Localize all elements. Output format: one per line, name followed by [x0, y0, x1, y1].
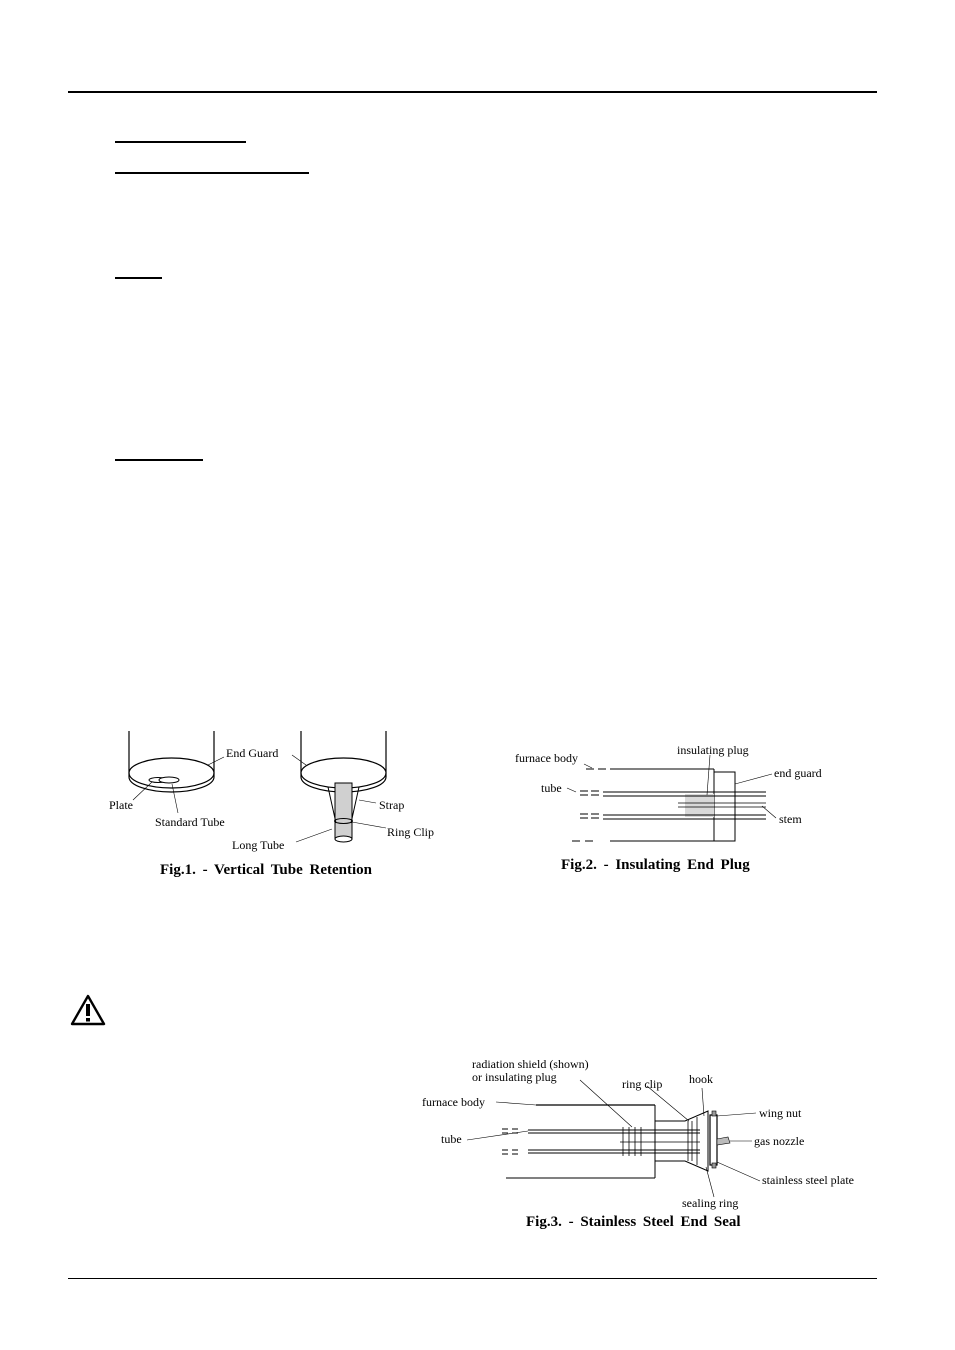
heading-underline-3 — [115, 277, 162, 279]
fig3-label-sealing-ring: sealing ring — [682, 1196, 738, 1210]
fig2-label-furnace-body: furnace body — [515, 751, 578, 765]
figure-1-vertical-tube-retention: End Guard Plate Standard Tube Strap Ring… — [100, 725, 460, 855]
fig2-label-insulating-plug: insulating plug — [677, 743, 749, 757]
fig1-label-long-tube: Long Tube — [232, 838, 284, 852]
fig1-label-ring-clip: Ring Clip — [387, 825, 434, 839]
fig3-label-tube: tube — [441, 1132, 462, 1146]
fig3-label-wing-nut: wing nut — [759, 1106, 802, 1120]
warning-triangle-icon — [70, 994, 106, 1031]
fig1-label-strap: Strap — [379, 798, 404, 812]
fig3-label-hook: hook — [689, 1072, 713, 1086]
fig1-caption: Fig.1. - Vertical Tube Retention — [160, 862, 373, 878]
fig2-label-end-guard: end guard — [774, 766, 822, 780]
heading-underline-4 — [115, 459, 203, 461]
fig1-label-plate: Plate — [109, 798, 133, 812]
fig2-label-stem: stem — [779, 812, 802, 826]
footer-rule — [68, 1278, 877, 1279]
fig2-label-tube: tube — [541, 781, 562, 795]
fig2-caption: Fig.2. - Insulating End Plug — [561, 857, 750, 873]
fig3-label-stainless-steel-plate: stainless steel plate — [762, 1173, 854, 1187]
fig3-label-insulating-plug: or insulating plug — [472, 1070, 557, 1084]
heading-underline-1 — [115, 141, 246, 143]
fig3-label-gas-nozzle: gas nozzle — [754, 1134, 804, 1148]
fig3-label-furnace-body: furnace body — [422, 1095, 485, 1109]
fig3-label-radiation-shield: radiation shield (shown) — [472, 1057, 589, 1071]
heading-underline-2 — [115, 172, 309, 174]
fig3-label-ring-clip: ring clip — [622, 1077, 662, 1091]
fig1-label-standard-tube: Standard Tube — [155, 815, 225, 829]
fig1-label-end-guard: End Guard — [226, 746, 278, 760]
figure-2-insulating-end-plug: furnace body insulating plug end guard t… — [510, 740, 850, 850]
figure-3-stainless-steel-end-seal: radiation shield (shown) or insulating p… — [410, 1055, 880, 1215]
fig3-caption: Fig.3. - Stainless Steel End Seal — [526, 1214, 741, 1230]
header-rule — [68, 91, 877, 93]
